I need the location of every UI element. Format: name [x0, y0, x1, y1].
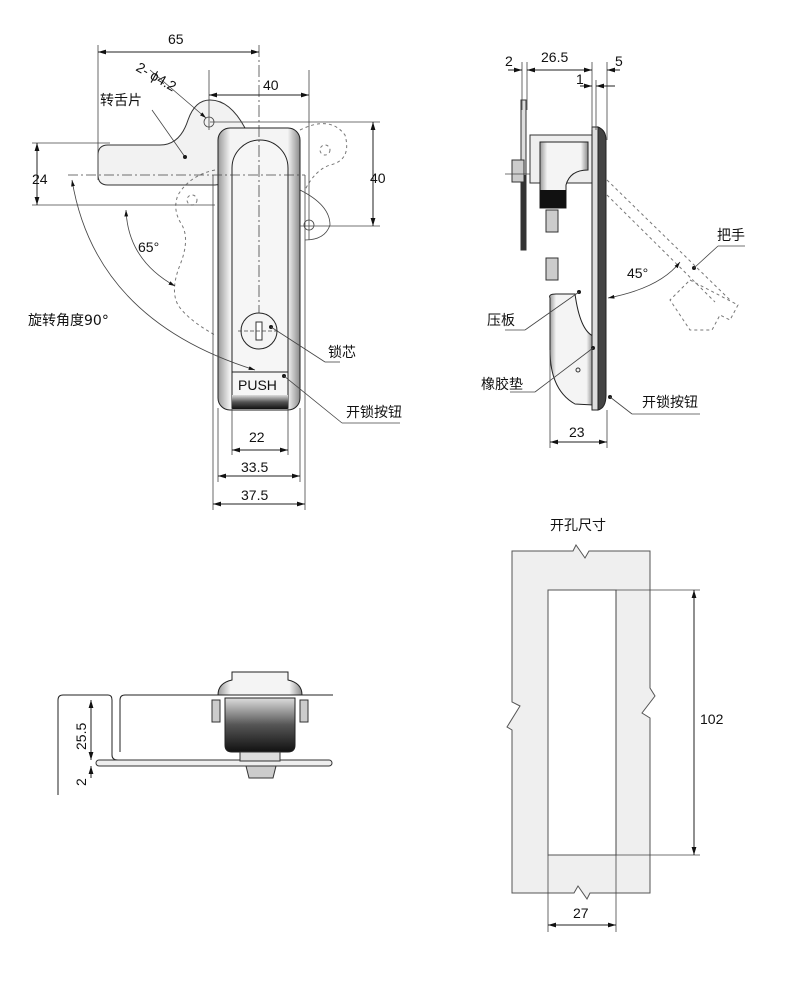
handle: [231, 139, 289, 409]
push-label: PUSH: [238, 377, 277, 393]
side-unlock-button-label: 开锁按钮: [642, 395, 698, 411]
dim-37-5: 37.5: [241, 487, 268, 503]
side-view: 2 26.5 1 5 45° 把手 压板 橡胶垫 开锁按钮 23: [481, 49, 745, 448]
bottom-dim-2: 2: [73, 778, 89, 786]
side-dim-45: 45°: [627, 265, 648, 281]
dim-33-5: 33.5: [241, 459, 268, 475]
dim-65: 65: [168, 31, 184, 47]
dim-angle-65: 65°: [138, 239, 159, 255]
side-dim-1: 1: [576, 71, 584, 87]
handle-label: 把手: [717, 228, 745, 244]
unlock-button-label: 开锁按钮: [346, 405, 402, 421]
side-dim-23: 23: [569, 424, 585, 440]
front-view: PUSH 65 40 2- ϕ4.2 转舌片 24 40 65° 旋转: [28, 31, 402, 510]
rotation-label: 旋转角度90°: [28, 313, 109, 329]
cutout-title: 开孔尺寸: [550, 518, 606, 534]
bottom-dim-25-5: 25.5: [73, 723, 89, 750]
side-dim-5: 5: [615, 53, 623, 69]
bottom-view: 25.5 2: [57, 671, 333, 795]
cam-plate-right-dashed: [299, 123, 348, 191]
dim-40-vertical: 40: [370, 170, 386, 186]
side-dim-26-5: 26.5: [541, 49, 568, 65]
dim-22: 22: [249, 429, 265, 445]
side-dim-2: 2: [505, 53, 513, 69]
rubber-gasket-label: 橡胶垫: [481, 376, 523, 393]
pressure-plate: [549, 293, 594, 406]
cutout-dim-27: 27: [573, 905, 589, 921]
cam-plate-rotated: [174, 169, 216, 336]
dim-40-horizontal: 40: [263, 77, 279, 93]
dim-24: 24: [32, 171, 48, 187]
cam-label: 转舌片: [100, 93, 142, 109]
dim-holes: 2- ϕ4.2: [134, 59, 180, 95]
cutout-dim-102: 102: [700, 711, 724, 727]
cutout-view: 开孔尺寸 102 27: [506, 518, 724, 932]
pressure-plate-label: 压板: [487, 313, 515, 329]
lock-core-label: 锁芯: [328, 345, 356, 361]
